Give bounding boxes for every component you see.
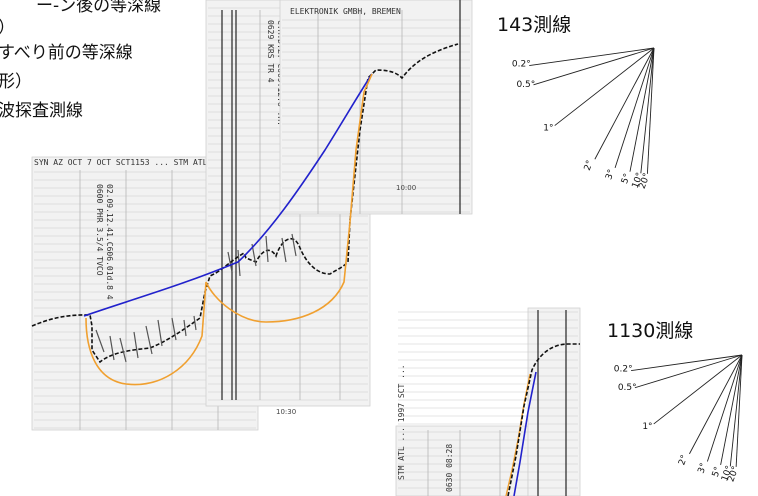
fan-line <box>614 47 655 168</box>
fan-line <box>720 354 743 466</box>
legend-line-4: 形） <box>0 72 32 92</box>
legend-line-5: 波探査測線 <box>0 101 83 121</box>
fan-angle-label: 2° <box>677 454 690 467</box>
fan-angle-label: 3° <box>604 168 617 181</box>
top-right-seismic-record: ELEKTRONIK GMBH, BREMEN 10:00 <box>279 0 473 215</box>
top-right-record-header: ELEKTRONIK GMBH, BREMEN <box>290 7 401 16</box>
top-right-record-grid <box>282 19 470 213</box>
fan-line <box>735 354 743 467</box>
fan-angle-label: 0.5° <box>516 80 535 90</box>
fan-angle-label: 5° <box>620 172 633 185</box>
fan-line <box>631 354 743 372</box>
slope-fan-1130: 0.2°0.5°1°2°3°5°10°20° <box>614 354 743 483</box>
top-right-record-paper <box>279 0 473 215</box>
bottom-right-record-header: STM ATL ... 1997 SCT ... <box>397 364 406 480</box>
pre-slide-contour-right <box>205 73 373 323</box>
legend-line-3: すべり前の等深線 <box>0 43 133 63</box>
fan-angle-label: 0.2° <box>614 365 633 375</box>
legend-line-2: ） <box>0 18 15 38</box>
fan-line <box>729 354 743 467</box>
blue-profile-line <box>83 73 373 317</box>
seafloor-trace-line <box>31 43 459 364</box>
fan-line <box>646 47 655 174</box>
fan-angle-label: 2° <box>583 159 596 172</box>
fan-line <box>554 47 655 126</box>
time-label-1030: 10:30 <box>276 408 296 416</box>
left-record-vertical-text: 0600 PHR 3.5/4 TVCO <box>95 184 104 276</box>
fan-angle-label: 1° <box>543 123 553 133</box>
left-record-header: SYN AZ OCT 7 OCT SCT1153 ... STM ATL <box>34 158 208 167</box>
fan-line <box>629 47 655 172</box>
fan-angle-label: 0.5° <box>618 383 637 393</box>
fan-angle-label: 0.2° <box>512 60 531 70</box>
fan-line <box>529 47 655 66</box>
bottom-right-record-paper-upper <box>527 307 581 496</box>
fan-angle-label: 3° <box>697 462 710 475</box>
middle-record-vertical-text: 0629 KRS TR 4 <box>266 20 275 83</box>
basin-reflection-texture <box>95 315 197 363</box>
pre-slide-contour-left <box>85 281 207 386</box>
fan-line <box>653 354 743 425</box>
fan-line <box>640 47 655 174</box>
slope-fan-143: 0.2°0.5°1°2°3°5°10°20° <box>512 47 655 190</box>
fan-title-1130: 1130測線 <box>607 320 694 342</box>
bottom-right-record-vertical-text: 0630 08:28 <box>445 444 454 492</box>
time-label-1000: 10:00 <box>396 184 416 192</box>
fan-line <box>689 354 743 455</box>
seafloor-trace <box>31 43 459 364</box>
bottom-right-seismic-record: STM ATL ... 1997 SCT ... 0630 08:28 <box>395 307 581 496</box>
blue-profile-line-bottom <box>513 371 537 496</box>
left-record-vertical-text-2: 02.09.12.41.C606.01d.8 4 <box>105 184 114 300</box>
fan-line <box>634 354 743 389</box>
fan-line <box>533 47 655 86</box>
fan-angle-label: 5° <box>711 466 724 479</box>
fan-line <box>594 47 655 160</box>
fan-angle-label: 1° <box>642 422 652 432</box>
legend-line-1: ー-ン後の等深線 <box>36 0 162 16</box>
fan-line <box>706 354 743 462</box>
bottom-right-record-paper <box>395 425 529 496</box>
fan-title-143: 143測線 <box>497 14 572 36</box>
basin-reflection-texture-2 <box>227 233 297 277</box>
seafloor-trace-bottom <box>507 343 580 496</box>
